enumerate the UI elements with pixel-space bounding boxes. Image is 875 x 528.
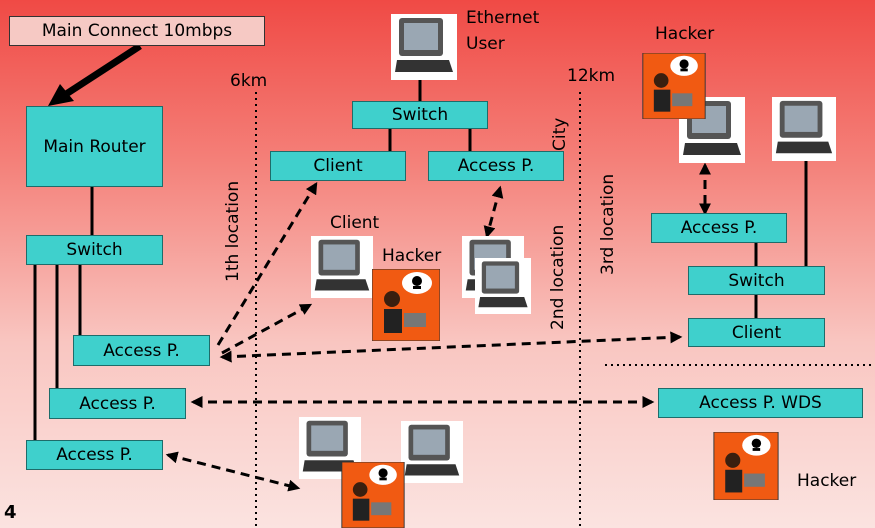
ethernet-user-label: Ethernet User	[466, 8, 540, 54]
uplink-arrowhead	[48, 84, 74, 106]
access-mid-box: Access P.	[428, 151, 564, 181]
switch-right-box: Switch	[688, 266, 825, 295]
slide-number: 4	[4, 502, 17, 523]
client-right-box: Client	[688, 318, 825, 347]
computer-icon	[311, 236, 373, 298]
distance-6km-label: 6km	[230, 71, 268, 91]
location-1-label: 1th location	[223, 180, 243, 282]
distance-12km-label: 12km	[567, 66, 616, 86]
computer-icon	[475, 258, 531, 314]
hacker-icon	[372, 269, 440, 341]
location-2-label: 2nd location	[548, 224, 568, 330]
city-label: City	[550, 117, 570, 151]
hacker-icon	[642, 53, 706, 119]
hacker-bottom-right-label: Hacker	[797, 471, 857, 491]
hacker-icon	[713, 432, 779, 500]
location-3-label: 3rd location	[598, 173, 618, 275]
access-point-left-1: Access P.	[73, 335, 210, 366]
computer-icon	[772, 97, 836, 161]
switch-mid-box: Switch	[352, 101, 488, 129]
access-right-box: Access P.	[651, 213, 787, 243]
computer-icon	[391, 14, 457, 80]
hacker-icon	[341, 462, 405, 528]
access-point-left-2: Access P.	[49, 388, 186, 419]
uplink-arrow	[58, 43, 142, 101]
switch-left-box: Switch	[26, 235, 163, 265]
access-wds-box: Access P. WDS	[658, 388, 863, 418]
hacker-top-right-label: Hacker	[655, 24, 715, 44]
hacker-mid-label: Hacker	[382, 246, 442, 266]
main-connect-box: Main Connect 10mbps	[9, 16, 265, 46]
client-mid-box: Client	[270, 151, 406, 181]
client-label: Client	[330, 213, 380, 233]
access-point-left-3: Access P.	[26, 440, 163, 470]
main-router-box: Main Router	[26, 106, 163, 187]
computer-icon	[401, 421, 463, 483]
